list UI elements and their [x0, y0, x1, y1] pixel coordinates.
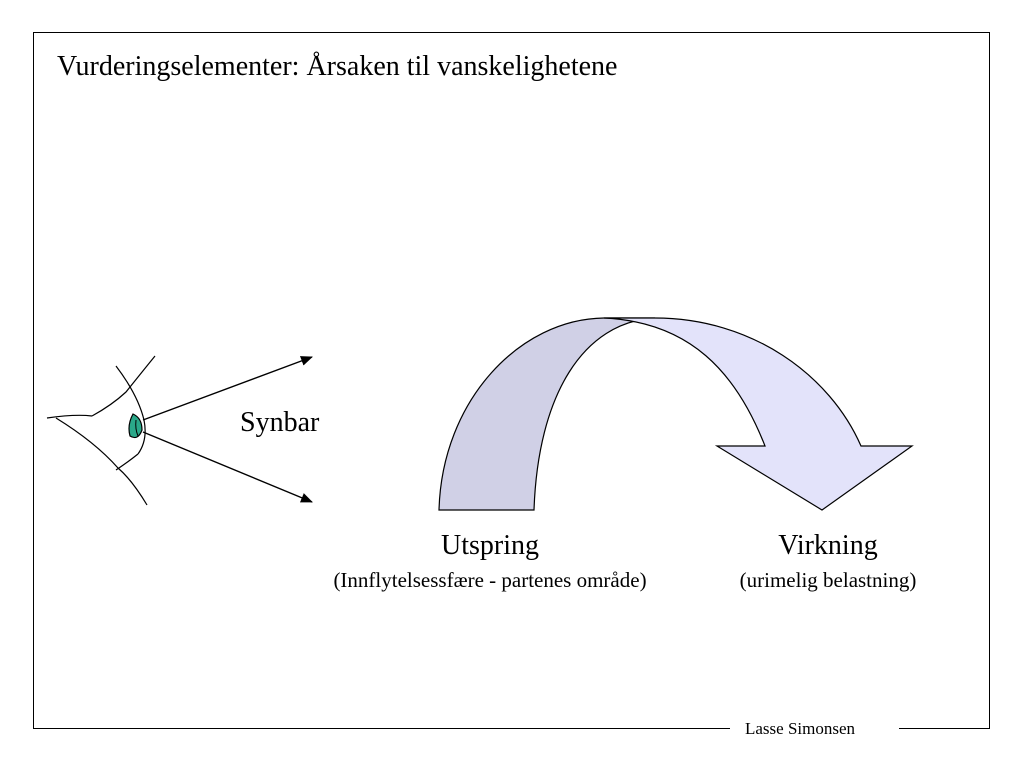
effect-label: Virkning: [778, 530, 878, 561]
eye-brow-line: [115, 365, 146, 455]
frame-bottom-line-right: [899, 728, 989, 729]
curved-arrow-icon: [438, 317, 914, 511]
eye-cheek-line: [115, 453, 139, 471]
eye-lash-line: [46, 414, 93, 419]
eye-icon: [46, 355, 156, 506]
eye-upper-line: [91, 355, 156, 417]
slide-frame: [33, 32, 990, 729]
curved-arrow-back-band: [438, 317, 656, 511]
effect-sublabel: (urimelig belastning): [739, 568, 917, 592]
slide-title: Vurderingselementer: Årsaken til vanskel…: [57, 51, 618, 82]
sight-arrow-down: [142, 431, 313, 503]
eye-label: Synbar: [240, 407, 320, 438]
eye-iris-inner: [135, 419, 139, 437]
source-label: Utspring: [441, 530, 539, 561]
frame-bottom-line-left: [33, 728, 730, 729]
sight-arrow-up: [142, 356, 313, 421]
curved-arrow-front-band: [603, 317, 914, 511]
footer-author: Lasse Simonsen: [745, 718, 856, 740]
source-sublabel: (Innflytelsessfære - partenes område): [333, 568, 647, 592]
